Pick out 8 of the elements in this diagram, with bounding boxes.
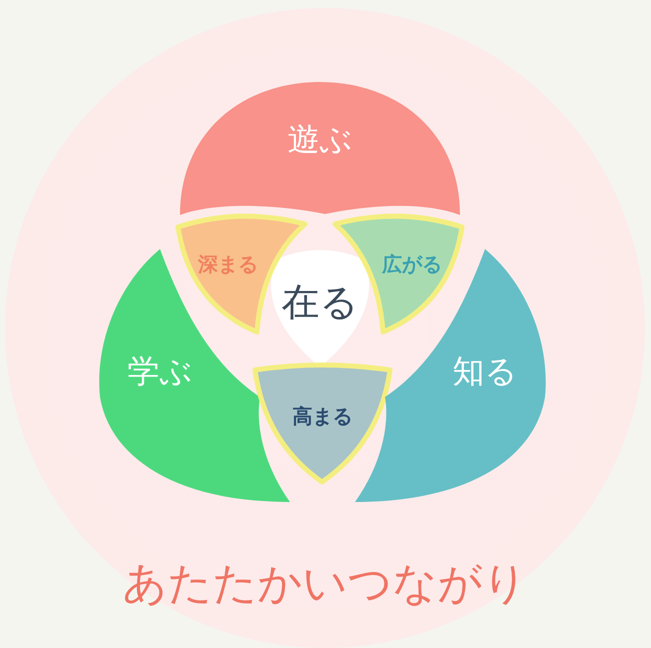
area-label: 遊ぶ xyxy=(288,119,352,160)
area-label: 深まる xyxy=(198,251,258,278)
area-label: 在る xyxy=(282,279,358,326)
area-label: 知る xyxy=(452,351,518,392)
area-label: 高まる xyxy=(292,403,352,430)
area-label: 学ぶ xyxy=(128,351,192,392)
caption-text: あたたかいつながり xyxy=(122,556,528,610)
area-label: 広がる xyxy=(382,251,442,278)
